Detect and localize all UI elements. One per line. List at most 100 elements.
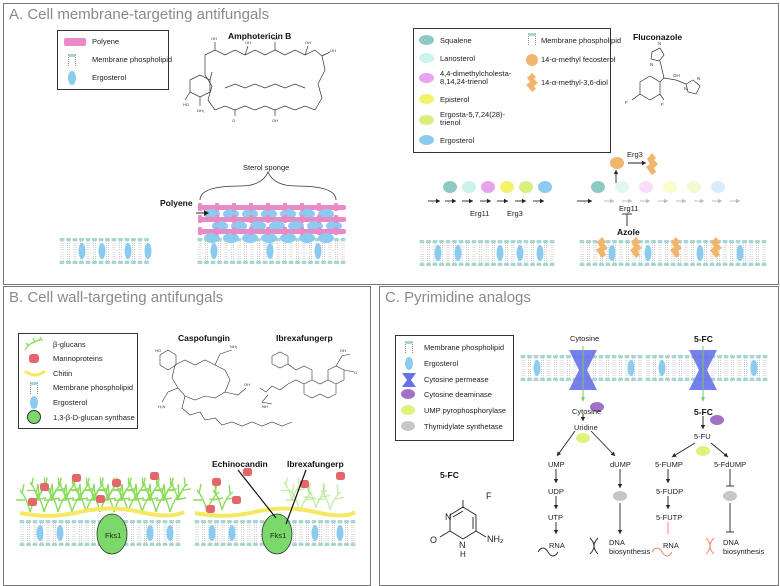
ump-pyrophosphorylase-icon — [401, 405, 415, 415]
cytosine-permease-icon — [402, 373, 416, 387]
pathway-arrowhead — [700, 425, 706, 429]
polyene-head — [317, 203, 321, 211]
polyene-head — [317, 215, 321, 223]
sterol-intermediate-faded — [615, 181, 629, 193]
sponged-ergosterol — [280, 233, 296, 243]
rna-icon-disrupted — [651, 547, 673, 557]
polyene-head — [317, 227, 321, 235]
transport-arrowhead — [581, 397, 585, 402]
svg-text:NH₂: NH₂ — [230, 344, 238, 349]
svg-text:OH: OH — [244, 382, 250, 387]
svg-text:OH: OH — [272, 118, 278, 123]
pathway-arrowhead — [718, 198, 722, 204]
struct-nh2: NH₂ — [487, 534, 504, 544]
mannoprotein — [336, 472, 345, 480]
polyene-arrowhead — [204, 210, 209, 216]
beta-glucan-icon — [24, 336, 44, 351]
sponged-ergosterol — [223, 233, 239, 243]
sponged-ergosterol — [204, 233, 220, 243]
ergosterol-molecule — [516, 245, 524, 261]
right-5futp: 5-FUTP — [656, 513, 683, 522]
sterol-intermediate — [481, 181, 495, 193]
svg-text:O: O — [232, 118, 235, 123]
polyene-head — [198, 227, 202, 235]
legend-membrane-phospholipid-2: Membrane phospholipid — [541, 36, 622, 45]
mannoprotein — [112, 479, 121, 487]
ergosterol-molecule — [210, 243, 218, 259]
left-cytosine: Cytosine — [572, 407, 602, 416]
polyene-head — [334, 227, 338, 235]
squalene-icon — [419, 35, 434, 45]
svg-text:OH: OH — [272, 36, 278, 41]
ergosterol-molecule — [434, 245, 442, 261]
glucan-synthase-icon — [27, 410, 41, 424]
pathway-arrowhead — [553, 479, 559, 483]
left-utp: UTP — [548, 513, 563, 522]
panel-b-legend: β-glucans Mannoproteins Chitin Membrane … — [18, 333, 138, 429]
polyene-head — [215, 215, 219, 223]
ergosterol-molecule — [124, 243, 132, 259]
phospholipid-icon — [68, 54, 76, 66]
polyene-head — [300, 215, 304, 223]
legend-ump-pyrophosphorylase: UMP pyrophosphorylase — [424, 406, 506, 415]
ergosterol-molecule — [36, 525, 44, 541]
pathway-arrowhead — [436, 198, 440, 204]
struct-f: F — [486, 491, 492, 501]
right-5fc: 5-FC — [694, 407, 713, 417]
legend-ergosta-trienol: Ergosta-5,7,24(28)-trienol — [440, 110, 506, 127]
pathway-arrowhead — [522, 198, 526, 204]
right-dna: DNA biosynthesis — [723, 538, 765, 556]
left-cytosine-top: Cytosine — [570, 334, 600, 343]
legend-lanosterol: Lanosterol — [440, 54, 476, 63]
pathway-arrowhead — [664, 198, 668, 204]
diol-in-membrane — [596, 237, 608, 258]
sterol-intermediate — [462, 181, 476, 193]
sterol-intermediate — [519, 181, 533, 193]
pathway-arrow — [590, 430, 616, 457]
ergosterol-molecule — [146, 525, 154, 541]
panel-b-title: B. Cell wall-targeting antifungals — [9, 289, 224, 306]
caspofungin-title: Caspofungin — [178, 333, 230, 343]
fks1-synthase — [261, 513, 293, 555]
legend-ergosterol-4: Ergosterol — [424, 359, 459, 368]
left-rna: RNA — [549, 541, 565, 550]
pathway-arrowhead — [646, 198, 650, 204]
pathway-arrowhead — [665, 505, 671, 509]
pathway-arrowhead — [540, 198, 544, 204]
polyene-label: Polyene — [160, 198, 193, 208]
erg3-left-label: Erg3 — [507, 209, 523, 218]
svg-text:N: N — [697, 76, 700, 81]
transport-arrowhead — [701, 397, 705, 402]
ergosterol-icon — [68, 71, 76, 85]
diol-molecule — [646, 153, 658, 175]
legend-ergosterol-3: Ergosterol — [53, 398, 88, 407]
phospholipid-icon-4 — [405, 341, 413, 353]
pathway-arrowhead — [580, 417, 586, 421]
struct-n1: N — [445, 512, 452, 522]
ergosterol-molecule — [736, 245, 744, 261]
polyene-head — [300, 227, 304, 235]
diol-in-membrane — [630, 237, 642, 258]
fluconazole-title: Fluconazole — [633, 32, 683, 42]
dimethylcholesta-icon — [419, 73, 434, 83]
thymidylate-synthetase-icon — [401, 421, 415, 431]
ergosterol-molecule — [56, 525, 64, 541]
legend-fecosterol: 14-α-methyl fecosterol — [541, 55, 616, 64]
svg-text:OH: OH — [305, 40, 311, 45]
pathway-arrow — [671, 442, 696, 458]
ergosterol-molecule — [311, 525, 319, 541]
fecosterol-icon — [526, 54, 538, 66]
beta-glucan — [280, 477, 305, 501]
lanosterol-icon — [419, 53, 434, 63]
sterol-intermediate — [500, 181, 514, 193]
fks1-left-label: Fks1 — [105, 531, 122, 540]
ergosterol-molecule — [208, 525, 216, 541]
pathway-arrow — [556, 430, 576, 457]
ergosterol-molecule — [627, 360, 635, 376]
panel-c-legend: Membrane phospholipid Ergosterol Cytosin… — [395, 335, 514, 441]
ergosterol-molecule — [533, 360, 541, 376]
